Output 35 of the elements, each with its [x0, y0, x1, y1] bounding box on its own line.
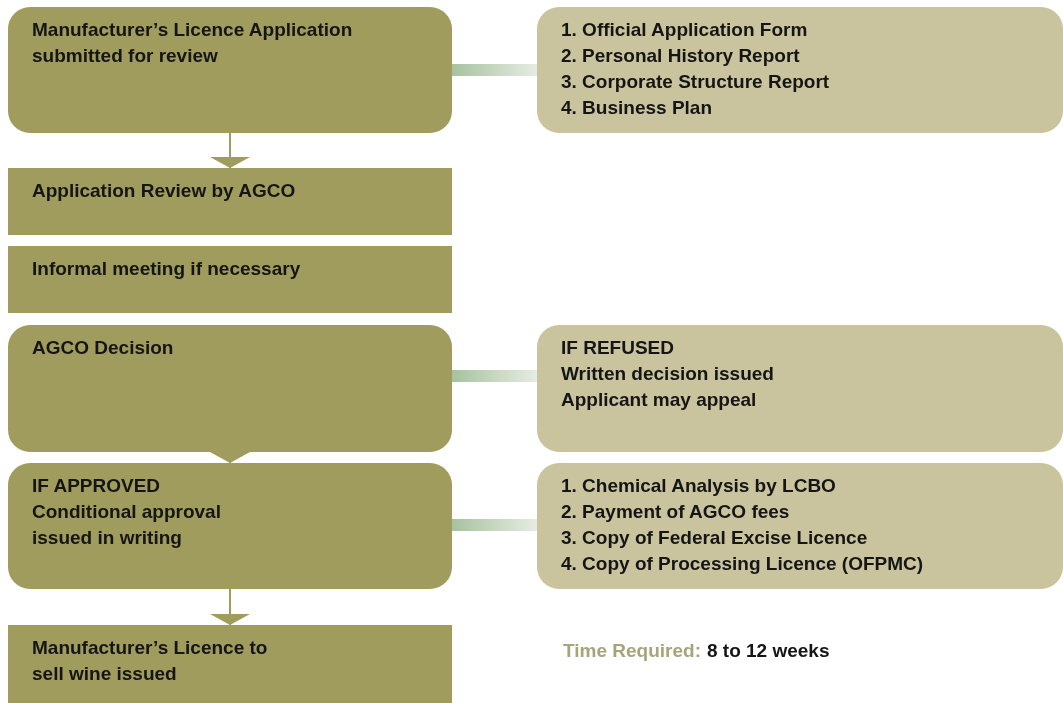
box-text: IF REFUSED [561, 336, 675, 360]
box-text: 1. Official Application Form [561, 18, 809, 42]
note-box [537, 463, 1063, 589]
arrow [210, 588, 250, 626]
box-text: 2. Personal History Report [561, 44, 801, 68]
connector-bar [452, 519, 537, 531]
process-box [8, 625, 452, 703]
box-text: 2. Payment of AGCO fees [561, 500, 791, 524]
box-text: Informal meeting if necessary [32, 257, 302, 281]
arrow [210, 132, 250, 169]
note-box [537, 325, 1063, 452]
box-text: 4. Copy of Processing Licence (OFPMC) [561, 552, 925, 576]
box-text: AGCO Decision [32, 336, 175, 360]
box-text: 4. Business Plan [561, 96, 713, 120]
process-box [8, 246, 452, 313]
connector-bar [452, 64, 537, 76]
process-box [8, 463, 452, 589]
box-text: Applicant may appeal [561, 388, 758, 412]
connector-bar [452, 370, 537, 382]
box-text: 3. Copy of Federal Excise Licence [561, 526, 869, 550]
process-box [8, 168, 452, 235]
box-text: Manufacturer’s Licence Application submitted for review [32, 18, 354, 68]
time-label: Time Required: [563, 639, 701, 663]
process-box [8, 7, 452, 133]
box-text: Application Review by AGCO [32, 179, 297, 203]
note-box [537, 7, 1063, 133]
process-box [8, 325, 452, 452]
box-text: Written decision issued [561, 362, 775, 386]
arrow [210, 451, 250, 464]
box-text: 1. Chemical Analysis by LCBO [561, 474, 837, 498]
box-text: 3. Corporate Structure Report [561, 70, 831, 94]
box-text: IF APPROVED [32, 474, 162, 498]
time-value: 8 to 12 weeks [706, 639, 830, 663]
box-text: Manufacturer’s Licence to sell wine issued [32, 636, 269, 686]
box-text: Conditional approval issued in writing [32, 500, 222, 550]
